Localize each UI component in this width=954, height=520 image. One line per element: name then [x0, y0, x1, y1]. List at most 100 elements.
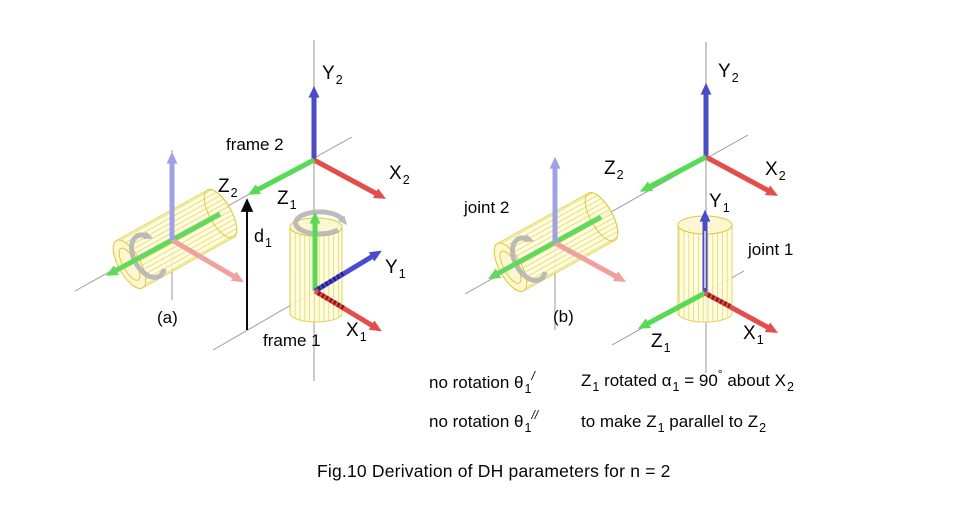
note-sup: // — [531, 408, 539, 422]
label-base: Z — [604, 158, 616, 179]
figure-caption: Fig.10 Derivation of DH parameters for n… — [317, 461, 671, 481]
label-base: Y — [385, 257, 398, 278]
note-sub: 1 — [672, 380, 680, 394]
note-sub: 2 — [786, 380, 794, 394]
note-no-rotation-double-prime: no rotation θ1// — [429, 409, 538, 434]
label-text: frame 2 — [226, 135, 284, 154]
note-text: no rotation θ — [429, 373, 524, 392]
label-base: d — [254, 226, 265, 246]
note-text: Z — [581, 371, 592, 390]
x1-axis-arrow-b — [703, 290, 779, 333]
label-base: Z — [277, 188, 289, 209]
label-sub: 1 — [359, 330, 367, 344]
note-sup: ° — [717, 367, 723, 381]
label-sub: 2 — [616, 168, 624, 182]
joint2-label-b: joint 2 — [464, 199, 509, 216]
joint2-x-arrow-b — [553, 240, 627, 282]
label-text: (a) — [157, 308, 178, 327]
label-base: X — [765, 159, 778, 180]
note-text: parallel to Z — [664, 412, 759, 431]
frame1-axes-b — [637, 209, 779, 333]
note-sub: 1 — [524, 382, 532, 396]
z1-axis-arrow-b — [637, 290, 707, 329]
label-text: joint 2 — [464, 198, 510, 217]
label-text: frame 1 — [263, 331, 321, 350]
frame2-axes-a — [247, 85, 387, 199]
joint1-label-b: joint 1 — [748, 241, 793, 258]
frame2-axes-b — [639, 82, 779, 196]
y1-hatch-segment-a — [316, 271, 346, 291]
axis-label-y1-a: Y1 — [385, 257, 406, 280]
label-sub: 2 — [230, 186, 238, 200]
note-sub: 1 — [524, 421, 532, 435]
joint2-frame-b — [487, 156, 627, 282]
x2-axis-arrow-b — [704, 154, 779, 196]
label-text: (b) — [553, 307, 574, 326]
label-sub: 2 — [778, 169, 786, 183]
x1-hatch-segment-b — [706, 292, 732, 309]
label-base: X — [389, 163, 402, 184]
label-sub: 2 — [731, 71, 739, 85]
joint1-rotation-arrow-icon — [293, 209, 348, 237]
joint2-x-arrow-a — [170, 237, 244, 283]
axis-label-z2-a: Z2 — [218, 176, 238, 199]
axis-label-z2-b: Z2 — [604, 158, 624, 181]
label-base: Y — [322, 63, 335, 84]
note-sub: 1 — [657, 421, 665, 435]
caption-text: Fig.10 Derivation of DH parameters for n… — [317, 461, 671, 481]
y1-axis-arrow-a — [313, 250, 382, 294]
label-base: X — [346, 320, 359, 341]
label-sub: 1 — [265, 236, 272, 250]
label-sub: 1 — [663, 341, 671, 355]
axis-label-y1-b: Y1 — [709, 191, 730, 214]
subfigure-tag-b: (b) — [553, 308, 574, 325]
label-sub: 2 — [335, 73, 343, 87]
d1-dimension-label: d1 — [254, 226, 272, 249]
label-base: Z — [651, 331, 663, 352]
note-text: about X — [722, 371, 786, 390]
note-sub: 2 — [759, 421, 767, 435]
frame1-label-a: frame 1 — [263, 332, 321, 349]
axis-label-x1-a: X1 — [346, 320, 367, 343]
x2-axis-arrow-a — [312, 157, 387, 199]
frame1-axes-a — [309, 211, 382, 332]
label-base: Z — [218, 176, 230, 197]
note-sup: / — [531, 369, 535, 383]
axis-label-x2-a: X2 — [389, 163, 410, 186]
axis-label-z1-a: Z1 — [277, 188, 297, 211]
label-base: Y — [718, 61, 731, 82]
note-text: no rotation θ — [429, 412, 524, 431]
note-make-parallel: to make Z1 parallel to Z2 — [581, 412, 766, 434]
label-sub: 1 — [756, 333, 764, 347]
note-text: to make Z — [581, 412, 657, 431]
joint-rotation-arrow-icon — [129, 231, 167, 280]
frame2-label-a: frame 2 — [226, 136, 284, 153]
joint2-frame-a — [105, 151, 244, 283]
axis-label-x2-b: X2 — [765, 159, 786, 182]
label-base: Y — [709, 191, 722, 212]
label-sub: 2 — [402, 173, 410, 187]
note-text: = 90 — [679, 371, 718, 390]
axis-label-y2-a: Y2 — [322, 63, 343, 86]
note-sub: 1 — [592, 380, 600, 394]
joint2-z-arrow-a — [105, 211, 222, 276]
joint2-z-arrow-b — [487, 214, 603, 279]
label-sub: 1 — [398, 267, 406, 281]
axis-label-z1-b: Z1 — [651, 331, 671, 354]
note-text: rotated α — [599, 371, 672, 390]
label-base: X — [743, 323, 756, 344]
note-z1-rotated: Z1 rotated α1 = 90° about X2 — [581, 368, 794, 393]
axis-label-y2-b: Y2 — [718, 61, 739, 84]
label-text: joint 1 — [748, 240, 794, 259]
note-no-rotation-prime: no rotation θ1/ — [429, 370, 535, 395]
joint-rotation-arrow-icon — [510, 234, 548, 283]
x1-hatch-segment-a — [316, 291, 346, 310]
subfigure-tag-a: (a) — [157, 309, 178, 326]
label-sub: 1 — [722, 201, 730, 215]
x1-axis-arrow-a — [313, 288, 382, 332]
z2-axis-arrow-b — [639, 154, 708, 192]
axis-label-x1-b: X1 — [743, 323, 764, 346]
z2-axis-arrow-a — [247, 157, 316, 195]
